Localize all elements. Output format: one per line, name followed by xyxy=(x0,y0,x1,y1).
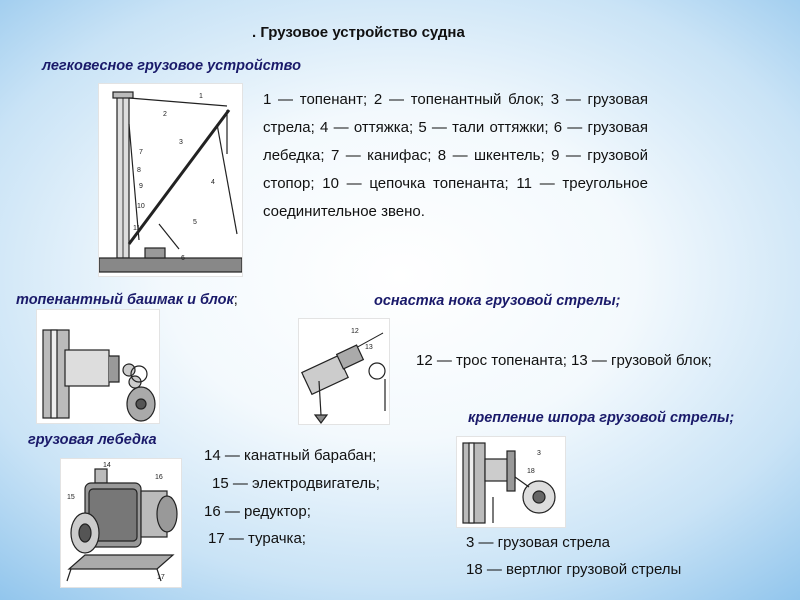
callout-18: 18 xyxy=(527,468,535,475)
callout-3b: 3 xyxy=(537,450,541,457)
topping-shoe-heading-punct: ; xyxy=(233,292,238,308)
callout-8: 8 xyxy=(137,167,141,174)
callout-1: 1 xyxy=(199,93,203,100)
boom-head-heading: оснастка нока грузовой стрелы; xyxy=(374,293,621,309)
light-gear-heading: легковесное грузовое устройство xyxy=(42,58,301,74)
callout-6: 6 xyxy=(181,255,185,262)
callout-17: 17 xyxy=(157,574,165,581)
light-gear-legend: 1 — топенант; 2 — топенантный блок; 3 — … xyxy=(263,91,648,220)
callout-2: 2 xyxy=(163,111,167,118)
heel-fitting-heading: крепление шпора грузовой стрелы; xyxy=(468,410,735,426)
cargo-winch-diagram: 14 15 16 17 xyxy=(60,458,182,588)
winch-legend-14: 14 — канатный барабан; xyxy=(204,447,377,464)
page-title: . Грузовое устройство судна xyxy=(252,24,465,41)
heel-legend-3: 3 — грузовая стрела xyxy=(466,534,610,551)
callout-11: 11 xyxy=(133,225,140,232)
topping-shoe-heading-text: топенантный башмак и блок xyxy=(16,292,234,308)
callout-10: 10 xyxy=(137,203,145,210)
callout-3: 3 xyxy=(179,139,183,146)
callout-12: 12 xyxy=(351,328,359,335)
callout-7: 7 xyxy=(139,149,143,156)
cargo-boom-diagram: 1 2 3 4 5 6 7 8 9 10 11 xyxy=(98,83,243,277)
callout-9: 9 xyxy=(139,183,143,190)
callout-16: 16 xyxy=(155,474,163,481)
winch-legend-17: 17 — турачка; xyxy=(208,530,306,547)
callout-5: 5 xyxy=(193,219,197,226)
topping-shoe-diagram xyxy=(36,309,160,424)
boom-head-diagram: 12 13 xyxy=(298,318,390,425)
boom-head-legend: 12 — трос топенанта; 13 — грузовой блок; xyxy=(416,352,712,369)
callout-13: 13 xyxy=(365,344,373,351)
callout-14: 14 xyxy=(103,462,111,469)
heel-fitting-diagram: 3 18 xyxy=(456,436,566,528)
winch-legend-16: 16 — редуктор; xyxy=(204,503,311,520)
heel-legend-18: 18 — вертлюг грузовой стрелы xyxy=(466,561,682,578)
winch-heading: грузовая лебедка xyxy=(28,432,157,448)
callout-15: 15 xyxy=(67,494,75,501)
winch-legend-15: 15 — электродвигатель; xyxy=(212,475,380,492)
topping-shoe-heading: топенантный башмак и блок; xyxy=(16,292,238,308)
callout-4: 4 xyxy=(211,179,215,186)
